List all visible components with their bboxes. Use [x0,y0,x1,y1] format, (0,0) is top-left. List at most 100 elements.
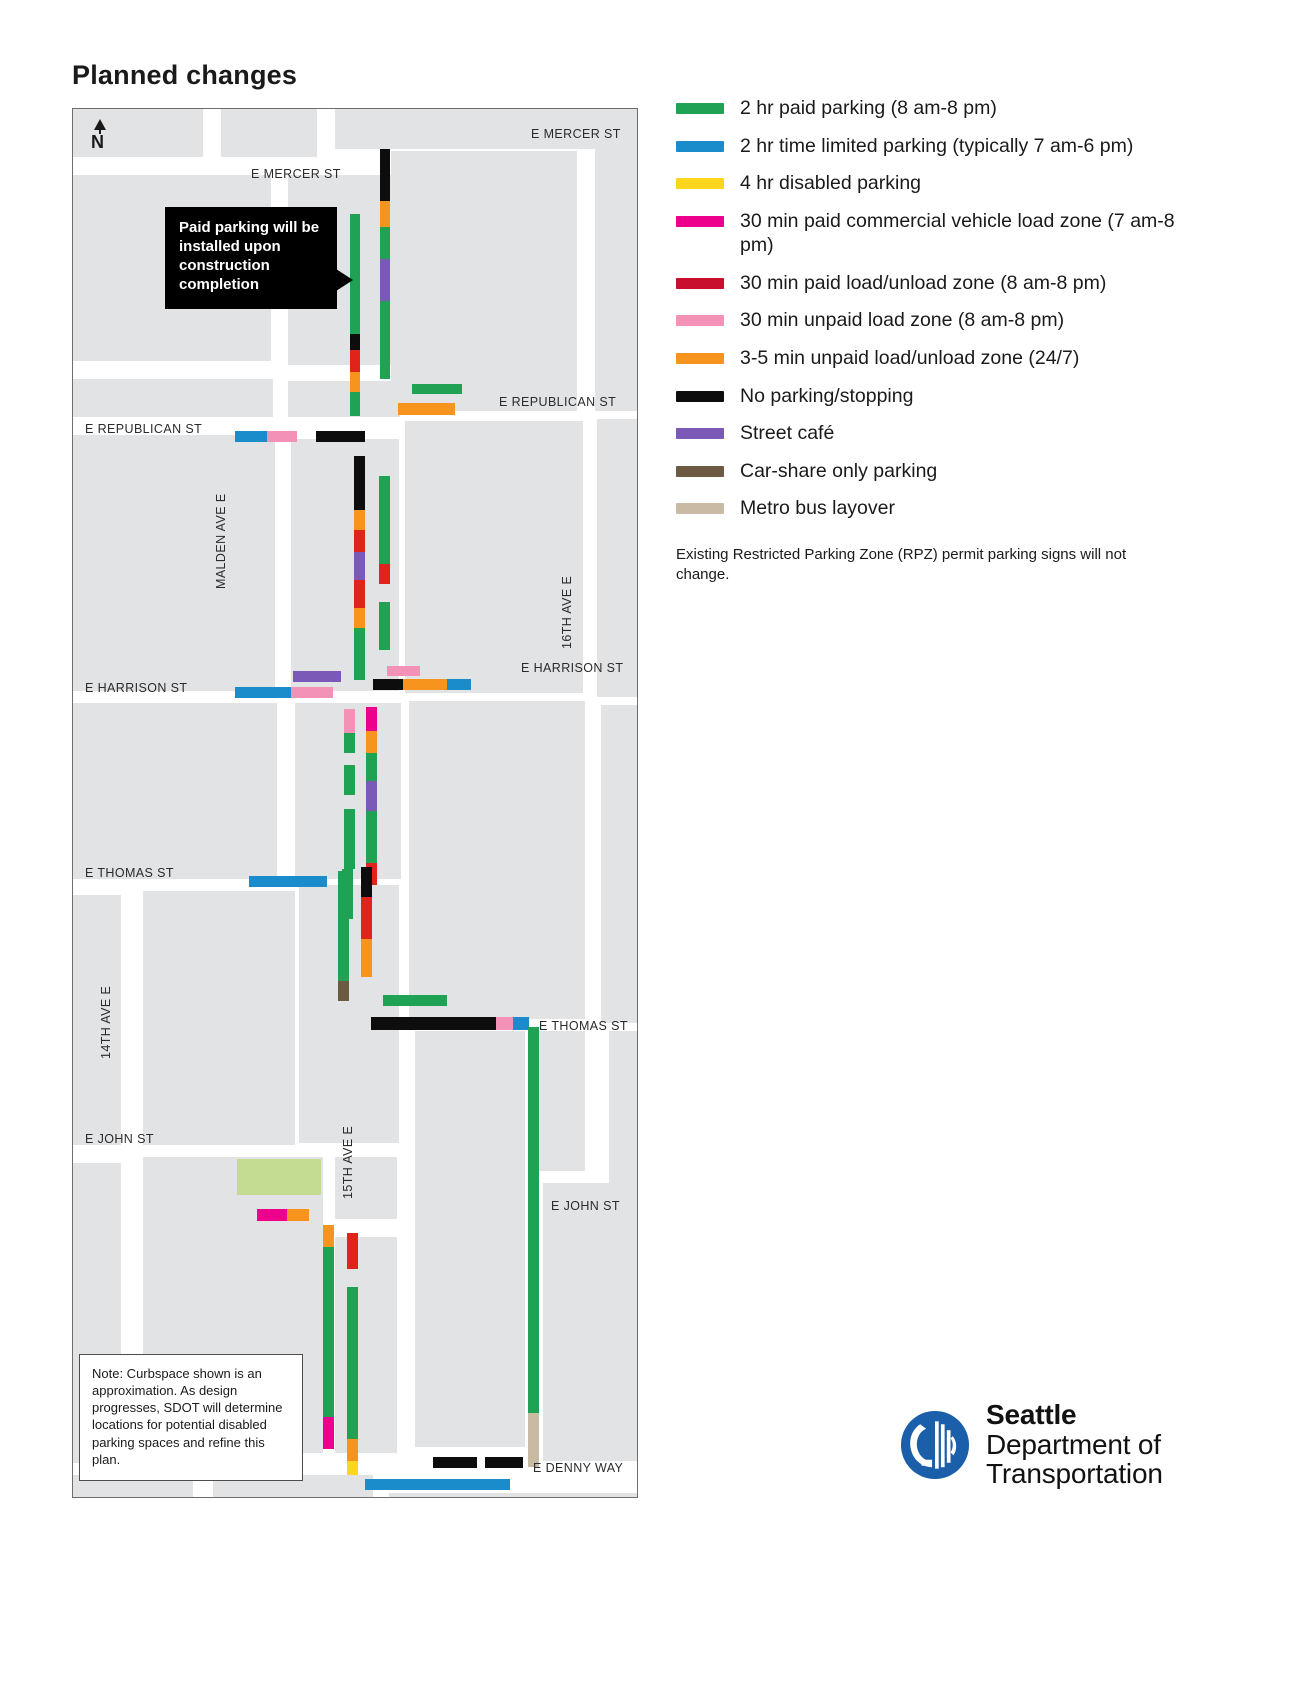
city-block [415,1031,525,1447]
curb-segment[interactable] [412,384,462,394]
curb-segment[interactable] [366,707,377,731]
curb-segment[interactable] [380,301,390,379]
north-label: N [91,132,104,152]
curb-segment[interactable] [380,227,390,259]
curb-segment[interactable] [365,1479,510,1490]
curb-segment[interactable] [354,510,365,530]
curb-segment[interactable] [496,1017,513,1030]
map-note-box: Note: Curbspace shown is an approximatio… [79,1354,303,1481]
curb-segment[interactable] [485,1457,523,1468]
curb-segment[interactable] [287,1209,309,1221]
city-block [409,701,585,1019]
curb-segment[interactable] [350,372,360,392]
curb-segment[interactable] [354,530,365,552]
street-label: 14TH AVE E [99,985,113,1059]
legend-label-time-limited-2hr: 2 hr time limited parking (typically 7 a… [740,134,1134,157]
street-label: E THOMAS ST [539,1019,628,1033]
curb-segment[interactable] [344,733,355,753]
curb-segment[interactable] [379,476,390,564]
curb-segment[interactable] [366,753,377,781]
legend-label-car-share-only: Car-share only parking [740,459,938,482]
street-label: E REPUBLICAN ST [499,395,617,409]
street-label: MALDEN AVE E [214,493,228,589]
curb-segment[interactable] [366,781,377,811]
curb-segment[interactable] [338,871,349,981]
curb-segment[interactable] [371,1017,496,1030]
curb-segment[interactable] [323,1225,334,1247]
curb-segment[interactable] [433,1457,477,1468]
curb-segment[interactable] [323,1417,334,1449]
city-block [389,1493,637,1497]
logo-line-transportation: Transportation [986,1458,1163,1490]
curb-segment[interactable] [387,666,420,676]
curb-segment[interactable] [293,671,341,682]
curb-segment[interactable] [235,431,267,442]
city-block [597,419,637,697]
curb-segment[interactable] [350,214,360,334]
legend-item-unpaid-load-unload-3-5min: 3-5 min unpaid load/unload zone (24/7) [676,346,1176,371]
curb-segment[interactable] [528,1413,539,1467]
legend-label-street-cafe: Street café [740,422,835,445]
legend-swatch-paid-load-unload-30min [676,277,724,289]
street-label: E MERCER ST [251,167,341,181]
curb-segment[interactable] [513,1017,529,1030]
city-block [73,895,121,1145]
legend-swatch-time-limited-2hr [676,140,724,152]
legend-swatch-paid-parking-2hr [676,103,724,114]
curb-segment[interactable] [347,1233,358,1269]
city-block [221,109,317,157]
curb-segment[interactable] [347,1461,358,1475]
curb-segment[interactable] [383,995,447,1006]
curb-segment[interactable] [447,679,471,690]
curb-segment[interactable] [350,334,360,350]
legend-label-no-parking-stopping: No parking/stopping [740,384,914,407]
curb-segment[interactable] [379,602,390,650]
curb-segment[interactable] [344,809,355,869]
curb-segment[interactable] [366,731,377,753]
seattle-city-seal-icon [898,1408,972,1482]
curb-segment[interactable] [366,811,377,863]
curb-segment[interactable] [344,765,355,795]
curb-segment[interactable] [267,431,297,442]
curb-segment[interactable] [354,608,365,628]
curb-segment[interactable] [380,149,390,201]
map-note-text: Note: Curbspace shown is an approximatio… [92,1366,283,1467]
legend-item-metro-bus-layover: Metro bus layover [676,496,1176,521]
legend-label-commercial-load-zone-30min: 30 min paid commercial vehicle load zone… [740,209,1175,257]
legend-swatch-car-share-only [676,465,724,477]
curb-segment[interactable] [347,1287,358,1439]
curb-segment[interactable] [344,709,355,733]
curb-segment[interactable] [354,456,365,510]
legend-item-car-share-only: Car-share only parking [676,459,1176,484]
curb-segment[interactable] [528,1027,539,1413]
curb-segment[interactable] [257,1209,287,1221]
city-block [609,1031,637,1461]
curb-segment[interactable] [380,201,390,227]
curb-segment[interactable] [354,628,365,680]
legend-label-metro-bus-layover: Metro bus layover [740,497,895,520]
curb-segment[interactable] [361,939,372,977]
street-label: 15TH AVE E [341,1125,355,1199]
curb-segment[interactable] [350,350,360,372]
curb-segment[interactable] [291,687,333,698]
legend-swatch-unpaid-load-unload-3-5min [676,352,724,364]
curb-segment[interactable] [379,564,390,584]
curb-segment[interactable] [354,580,365,608]
curb-segment[interactable] [380,259,390,301]
city-block [143,891,295,1145]
curb-segment[interactable] [338,981,349,1001]
curb-segment[interactable] [361,897,372,939]
curb-segment[interactable] [249,876,327,887]
curb-segment[interactable] [235,687,291,698]
curb-segment[interactable] [398,403,455,415]
curb-segment[interactable] [350,392,360,416]
curb-segment[interactable] [347,1439,358,1461]
curb-segment[interactable] [403,679,447,690]
curb-segment[interactable] [323,1247,334,1417]
curb-segment[interactable] [361,867,372,897]
curb-segment[interactable] [373,679,403,690]
curb-segment[interactable] [354,552,365,580]
curb-segment[interactable] [316,431,365,442]
